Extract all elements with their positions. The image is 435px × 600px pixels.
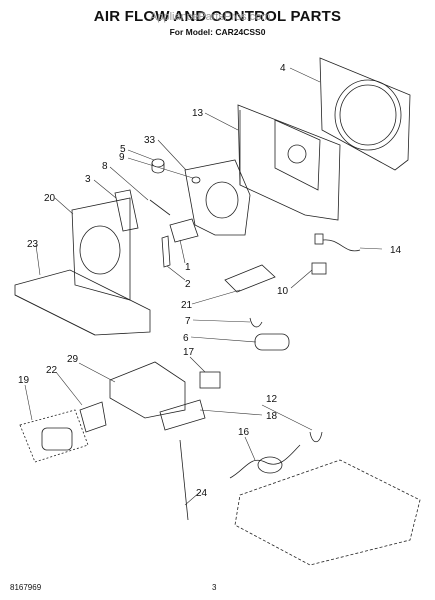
- callout-20: 20: [44, 193, 56, 204]
- callout-24: 24: [196, 488, 208, 499]
- page-title: AIR FLOW AND CONTROL PARTS: [93, 8, 342, 25]
- callout-13: 13: [192, 108, 204, 119]
- callout-2: 2: [185, 279, 191, 290]
- callouts: 4 13 33 5 9 8 3 20 23 14 1 2 21 10 7 6 1…: [18, 63, 402, 499]
- part-23-base-pan[interactable]: [14, 269, 151, 336]
- part-20-orifice-panel[interactable]: [71, 197, 131, 301]
- part-2-plate[interactable]: [161, 235, 171, 268]
- part-14-wire[interactable]: [314, 233, 361, 252]
- part-3-bracket[interactable]: [114, 189, 139, 232]
- part-19-grille[interactable]: [19, 409, 89, 463]
- callout-4: 4: [280, 63, 286, 74]
- part-8-rod[interactable]: [149, 199, 171, 216]
- callout-3: 3: [85, 174, 91, 185]
- part-12-bracket[interactable]: [309, 431, 323, 443]
- callout-19: 19: [18, 375, 30, 386]
- callout-21: 21: [181, 300, 193, 311]
- part-9-nut[interactable]: [191, 176, 201, 184]
- callout-18: 18: [266, 411, 278, 422]
- part-18-control-board[interactable]: [159, 399, 206, 431]
- callout-7: 7: [185, 316, 191, 327]
- callout-6: 6: [183, 333, 189, 344]
- callout-9: 9: [119, 152, 125, 163]
- model-subtitle: For Model: CAR24CSS0: [169, 27, 266, 37]
- page-number: 3: [212, 583, 217, 592]
- chassis-base: [234, 459, 421, 566]
- callout-22: 22: [46, 365, 58, 376]
- part-10-block[interactable]: [311, 262, 327, 275]
- callout-12: 12: [266, 394, 278, 405]
- callout-8: 8: [102, 161, 108, 172]
- callout-33: 33: [144, 135, 156, 146]
- callout-23: 23: [27, 239, 39, 250]
- callout-5: 5: [120, 144, 126, 155]
- part-17-relay[interactable]: [199, 371, 221, 389]
- callout-29: 29: [67, 354, 79, 365]
- part-22-panel[interactable]: [79, 401, 107, 433]
- callout-10: 10: [277, 286, 289, 297]
- part-29-control-housing[interactable]: [109, 361, 186, 419]
- part-33-blower-housing[interactable]: [184, 159, 251, 236]
- part-1-plate[interactable]: [169, 218, 199, 243]
- watermark: AppliancePartsPros.com: [150, 11, 271, 23]
- document-number: 8167969: [10, 583, 42, 592]
- part-16-power-cord[interactable]: [229, 444, 301, 479]
- part-6-capacitor[interactable]: [254, 333, 290, 351]
- part-13-shroud[interactable]: [237, 104, 341, 221]
- callout-16: 16: [238, 427, 250, 438]
- callout-17: 17: [183, 347, 195, 358]
- part-7-clip[interactable]: [249, 317, 263, 328]
- leader-lines: [24, 67, 383, 506]
- part-21-board[interactable]: [224, 264, 276, 293]
- callout-14: 14: [390, 245, 402, 256]
- part-24-rod[interactable]: [179, 439, 189, 521]
- callout-1: 1: [185, 262, 191, 273]
- part-4-rear-panel[interactable]: [319, 57, 411, 171]
